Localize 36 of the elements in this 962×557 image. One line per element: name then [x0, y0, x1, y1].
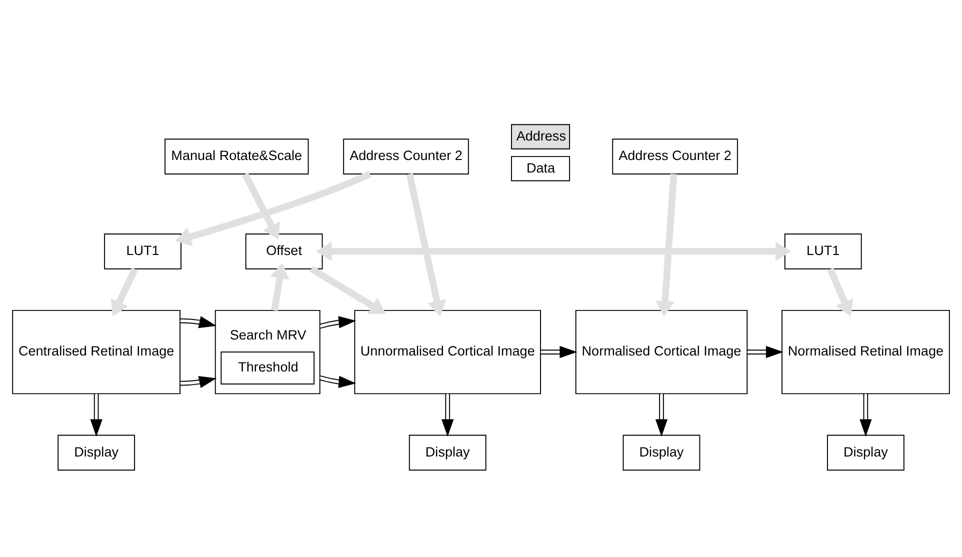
- node-box: Display: [826, 434, 904, 470]
- node-box: Address Counter 2: [343, 138, 469, 174]
- arrow: [540, 345, 578, 358]
- arrow: [406, 172, 446, 316]
- arrow: [316, 241, 792, 260]
- arrow: [860, 392, 872, 436]
- node-box: Normalised Retinal Image: [782, 309, 950, 394]
- arrow: [310, 266, 386, 314]
- arrow: [175, 170, 372, 246]
- node-box: Unnormalised Cortical Image: [354, 309, 541, 394]
- arrow: [442, 392, 454, 436]
- arrow: [318, 374, 356, 388]
- node-box: Normalised Cortical Image: [575, 309, 748, 394]
- arrow: [180, 376, 217, 388]
- arrow: [180, 316, 216, 328]
- node-box: Search MRV Threshold: [214, 309, 320, 394]
- node-box: Address Counter 2: [612, 138, 738, 174]
- node-box: Display: [58, 434, 136, 470]
- legend-label: Data: [526, 160, 556, 175]
- node-box: Offset: [245, 233, 323, 269]
- node-box: Centralised Retinal Image: [12, 309, 181, 394]
- node-box: Manual Rotate&Scale: [164, 138, 309, 174]
- node-box: LUT1: [784, 233, 862, 269]
- node-box: Display: [622, 434, 700, 470]
- node-box: LUT1: [104, 233, 182, 269]
- arrow: [655, 173, 678, 316]
- legend-label: Address: [516, 128, 566, 143]
- arrow: [746, 345, 784, 358]
- arrow: [90, 392, 102, 436]
- arrow: [827, 267, 854, 316]
- node-box: Display: [408, 434, 486, 470]
- arrow: [318, 316, 356, 328]
- arrow: [270, 262, 290, 310]
- arrow: [655, 392, 668, 436]
- arrow: [242, 172, 280, 240]
- arrow: [110, 267, 138, 316]
